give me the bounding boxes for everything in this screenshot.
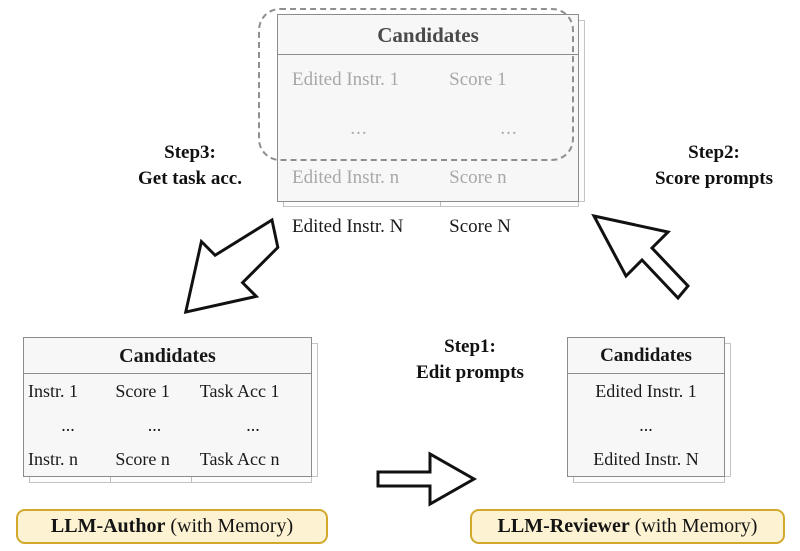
llm-reviewer-qualifier: (with Memory) [634, 515, 758, 537]
top-card-rows: Edited Instr. 1 Score 1 ... ... Edited I… [278, 55, 578, 251]
cell-task-acc: Task Acc n [199, 448, 280, 469]
arrow-down-left-icon [183, 217, 280, 315]
left-card-stack-sheet-bottom [29, 476, 312, 483]
left-card-stack-tick-3 [191, 476, 192, 483]
cell-task-acc: ... [246, 414, 260, 435]
llm-reviewer-badge[interactable]: LLM-Reviewer (with Memory) [470, 509, 785, 544]
cell-score: Score n [449, 166, 507, 188]
llm-author-role: LLM-Author [50, 515, 166, 537]
top-card-stack-tick-2 [440, 200, 441, 207]
cell-instruction: ... [639, 414, 653, 435]
step3-title: Step3: [164, 142, 216, 163]
table-row: Edited Instr. N Score N [278, 202, 578, 251]
candidates-with-task-acc-table[interactable]: Candidates Instr. 1 Score 1 Task Acc 1 .… [23, 337, 312, 477]
cell-score: Score n [115, 448, 170, 469]
left-card-stack-sheet-right [312, 343, 318, 477]
edited-candidates-table[interactable]: Candidates Edited Instr. 1 ... Edited In… [567, 337, 725, 477]
top-card-header: Candidates [278, 15, 578, 55]
cell-instruction: Instr. 1 [28, 380, 79, 401]
left-card-rows: Instr. 1 Score 1 Task Acc 1 ... ... ... … [24, 374, 311, 476]
cell-score: ... [500, 117, 518, 139]
left-card-header: Candidates [24, 338, 311, 374]
step1-label: Step1: Edit prompts [390, 334, 550, 386]
table-row: ... ... [278, 104, 578, 153]
left-card-stack-tick-1 [29, 476, 30, 483]
step2-title: Step2: [688, 142, 740, 163]
arrow-right-icon [376, 451, 478, 507]
cell-instruction: Edited Instr. 1 [595, 380, 697, 401]
cell-task-acc: Task Acc 1 [199, 380, 280, 401]
llm-author-qualifier: (with Memory) [170, 515, 294, 537]
table-row: Instr. n Score n Task Acc n [24, 442, 311, 476]
cell-score: ... [147, 414, 162, 435]
candidates-scored-table[interactable]: Candidates Edited Instr. 1 Score 1 ... .… [277, 14, 579, 237]
table-row: ... ... ... [24, 408, 311, 442]
right-card-stack-sheet-right [725, 343, 731, 477]
right-card-stack-sheet-bottom [573, 476, 725, 483]
step1-action: Edit prompts [416, 362, 524, 383]
step3-action: Get task acc. [138, 168, 242, 189]
right-card-stack-tick-1 [573, 476, 574, 483]
step1-title: Step1: [444, 336, 496, 357]
step3-label: Step3: Get task acc. [105, 140, 275, 192]
cell-score: Score 1 [449, 68, 507, 90]
llm-author-badge[interactable]: LLM-Author (with Memory) [16, 509, 328, 544]
right-card-header: Candidates [568, 338, 724, 374]
cell-instruction: Instr. n [28, 448, 79, 469]
table-row: Edited Instr. N [568, 442, 724, 476]
step2-action: Score prompts [654, 168, 774, 189]
table-row: Instr. 1 Score 1 Task Acc 1 [24, 374, 311, 408]
top-card-stack-sheet-right [579, 20, 585, 202]
cell-instruction: ... [61, 414, 75, 435]
cell-instruction: Edited Instr. N [292, 215, 404, 237]
left-card-stack-tick-2 [110, 476, 111, 483]
table-row: ... [568, 408, 724, 442]
table-row: Edited Instr. n Score n [278, 153, 578, 202]
table-row: Edited Instr. 1 Score 1 [278, 55, 578, 104]
cell-instruction: Edited Instr. 1 [292, 68, 400, 90]
right-card-rows: Edited Instr. 1 ... Edited Instr. N [568, 374, 724, 476]
top-card-stack-tick-1 [283, 200, 284, 207]
arrow-up-left-icon [591, 213, 691, 301]
cell-instruction: ... [350, 117, 368, 139]
cell-instruction: Edited Instr. N [593, 448, 699, 469]
cell-score: Score N [449, 215, 511, 237]
step2-label: Step2: Score prompts [628, 140, 800, 192]
table-row: Edited Instr. 1 [568, 374, 724, 408]
llm-reviewer-role: LLM-Reviewer [497, 515, 630, 537]
cell-instruction: Edited Instr. n [292, 166, 400, 188]
cell-score: Score 1 [115, 380, 170, 401]
